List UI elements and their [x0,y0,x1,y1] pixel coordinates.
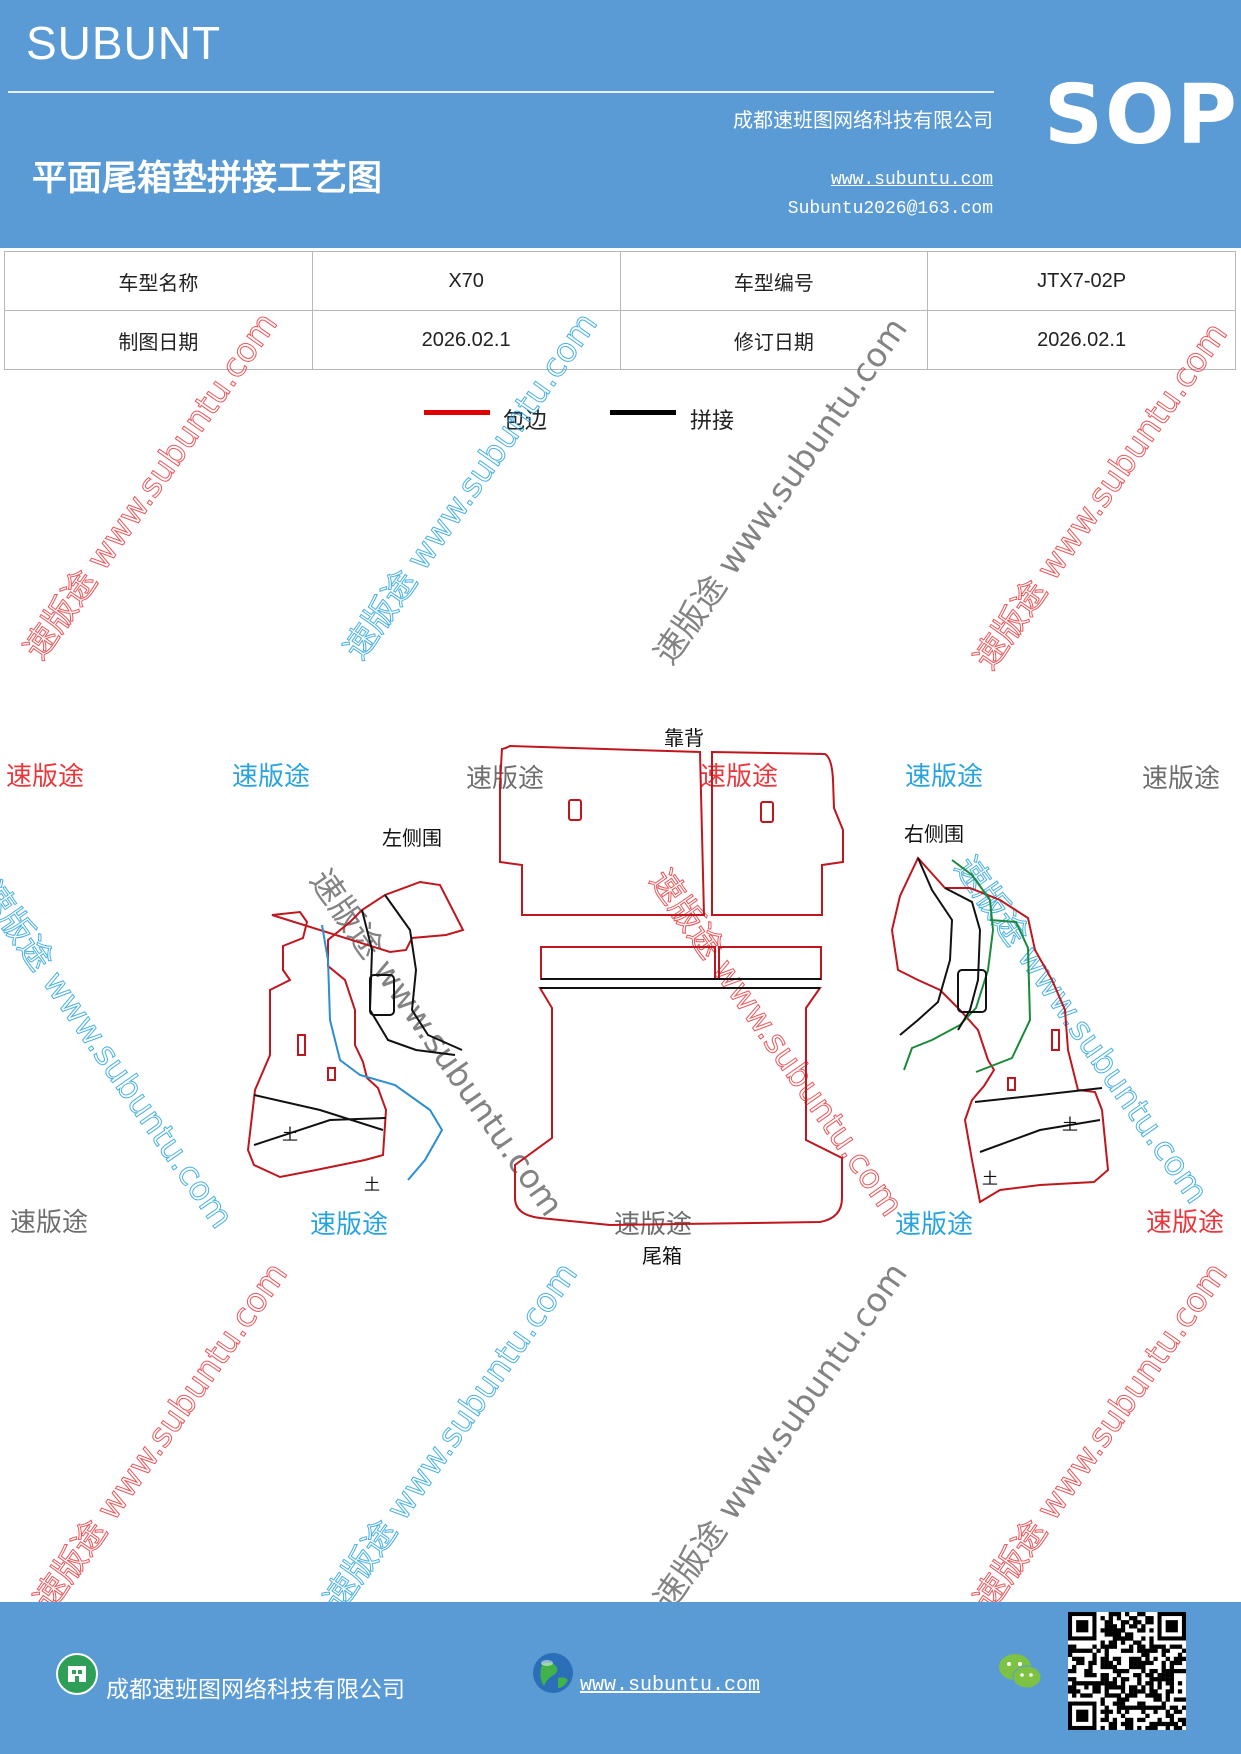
left-side-lower-seam [253,1094,387,1146]
left-side-seam-2 [384,894,463,1051]
document-title: 平面尾箱垫拼接工艺图 [32,158,383,199]
right-side-hole-2 [1007,1077,1016,1091]
watermark-label: 速版途 [895,1210,974,1240]
backrest-right-panel [711,750,844,916]
model-name-value: X70 [311,251,621,311]
revision-date-value: 2026.02.1 [927,310,1236,370]
left-side-hole-2 [327,1067,336,1081]
watermark-label: 速版途 [6,762,85,792]
watermark-label: 速版途 [232,762,311,792]
draw-date-value: 2026.02.1 [311,310,621,370]
legend-edge-swatch [424,410,490,415]
website-link[interactable]: www.subuntu.com [830,170,993,190]
watermark-label: 速版途 [466,764,545,794]
right-side-green-seam [903,859,1032,1073]
wechat-icon[interactable] [996,1650,1044,1692]
globe-icon [533,1653,573,1693]
vehicle-info-table: 车型名称 X70 车型编号 JTX7-02P 制图日期 2026.02.1 修订… [4,251,1236,370]
right-side-lower-seam [974,1087,1103,1153]
sop-badge: SOP [1044,68,1239,163]
email-address: Subuntu2026@163.com [787,199,993,219]
left-side-seam-1 [361,909,456,1056]
left-side-outer [246,880,465,1179]
watermark-diagonal: 速版途 www.subuntu.com [315,1255,585,1617]
right-stitch-mark-1: 土 [1062,1115,1078,1134]
model-code-label: 车型编号 [619,251,929,311]
footer-company: 成都速班图网络科技有限公司 [106,1677,405,1703]
left-stitch-mark-2: 土 [364,1175,380,1194]
table-row: 车型名称 X70 车型编号 JTX7-02P [4,251,1236,311]
right-side-pocket [957,969,987,1013]
backrest-left-panel [499,744,706,916]
watermark-label: 速版途 [1142,764,1221,794]
trunk-floor-panel [514,987,843,1227]
footer-website-link[interactable]: www.subuntu.com [580,1674,761,1697]
label-trunk: 尾箱 [642,1244,682,1268]
right-side-outer [890,856,1110,1204]
watermark-label: 速版途 [700,762,779,792]
watermark-diagonal: 速版途 www.subuntu.com [645,1255,915,1617]
table-row: 制图日期 2026.02.1 修订日期 2026.02.1 [4,310,1236,370]
backrest-right-hole [760,801,774,823]
right-side-seam-1 [899,857,954,1036]
label-backrest: 靠背 [664,726,704,750]
left-stitch-mark-1: 土 [282,1125,298,1144]
label-left-side: 左侧围 [382,826,442,850]
backrest-left-hole [568,799,582,821]
legend-seam-swatch [610,410,676,415]
left-side-pocket [369,974,395,1016]
watermark-diagonal: 速版途 www.subuntu.com [25,1255,295,1617]
model-code-value: JTX7-02P [927,251,1236,311]
model-name-label: 车型名称 [4,251,313,311]
legend-seam-label: 拼接 [690,409,735,434]
middle-strip-right [718,946,822,980]
trunk-mat-diagram: 土 土 土 土 [246,744,1110,1227]
header-divider [8,91,994,93]
label-right-side: 右侧围 [904,822,964,846]
left-side-hole-1 [297,1034,306,1056]
watermark-label: 速版途 [10,1208,89,1238]
draw-date-label: 制图日期 [4,310,313,370]
brand-name: SUBUNT [26,17,222,69]
middle-strip-left [540,946,716,980]
legend-edge-label: 包边 [503,409,548,434]
watermark-label: 速版途 [310,1210,389,1240]
watermark-diagonal: 速版途 www.subuntu.com [965,1255,1235,1617]
watermark-label: 速版途 [1146,1208,1225,1238]
right-side-hole-1 [1051,1029,1060,1051]
right-stitch-mark-2: 土 [982,1169,998,1188]
company-name: 成都速班图网络科技有限公司 [733,108,993,132]
watermark-label: 速版途 [905,762,984,792]
qr-code [1068,1612,1187,1731]
right-side-seam-2 [944,887,982,1031]
left-side-blue-seam [321,924,444,1181]
company-icon [56,1653,98,1695]
header-banner: SUBUNT 成都速班图网络科技有限公司 平面尾箱垫拼接工艺图 www.subu… [0,0,1241,248]
